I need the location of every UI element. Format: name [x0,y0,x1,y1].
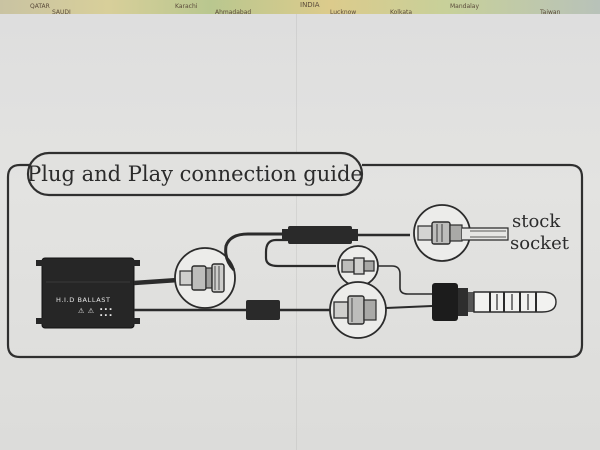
ballast-warning-icons: ⚠ ⚠ [78,307,95,315]
ballast-label: H.I.D BALLAST [56,296,111,304]
map-label: Ahmadabad [215,9,252,16]
map-label: Mandalay [450,3,480,10]
wire-to-lamp-top [378,265,432,295]
connector-circle-ballast [174,247,236,309]
wire-hv-to-lamp [385,305,433,309]
guide-title: Plug and Play connection guide [27,162,363,186]
map-label: SAUDI [52,9,71,16]
hid-bulb [432,283,557,321]
stock-socket-label-line2: socket [510,233,570,254]
wire-relay-to-lamp-connector [264,238,336,268]
ballast-hv-cable [134,300,330,320]
map-label: Kolkata [390,9,413,16]
relay-module [282,226,358,244]
title-tab [26,151,364,197]
map-label: QATAR [30,3,50,10]
wire-ballast-to-relay [224,232,290,272]
stock-socket-label-line1: stock [512,211,561,232]
map-label: Karachi [175,3,198,10]
ballast-output-cable [133,277,179,286]
connector-circle-stock [413,204,471,262]
guide-frame [6,163,584,359]
connector-circle-lamp-power [337,245,379,287]
map-edge-strip: QATAR SAUDI Karachi Ahmadabad INDIA Luck… [0,0,600,18]
map-label: Lucknow [330,9,357,16]
map-label: Taiwan [540,9,561,16]
connector-circle-hv [329,281,387,339]
map-label: INDIA [300,1,320,9]
hid-ballast: H.I.D BALLAST ⚠ ⚠ ▪ ▪ ▪ ▪ ▪ ▪ [36,257,140,329]
stock-socket-lead [462,227,509,241]
ballast-fine-print: ▪ ▪ ▪ [100,307,112,311]
ballast-fine-print: ▪ ▪ ▪ [100,313,112,317]
